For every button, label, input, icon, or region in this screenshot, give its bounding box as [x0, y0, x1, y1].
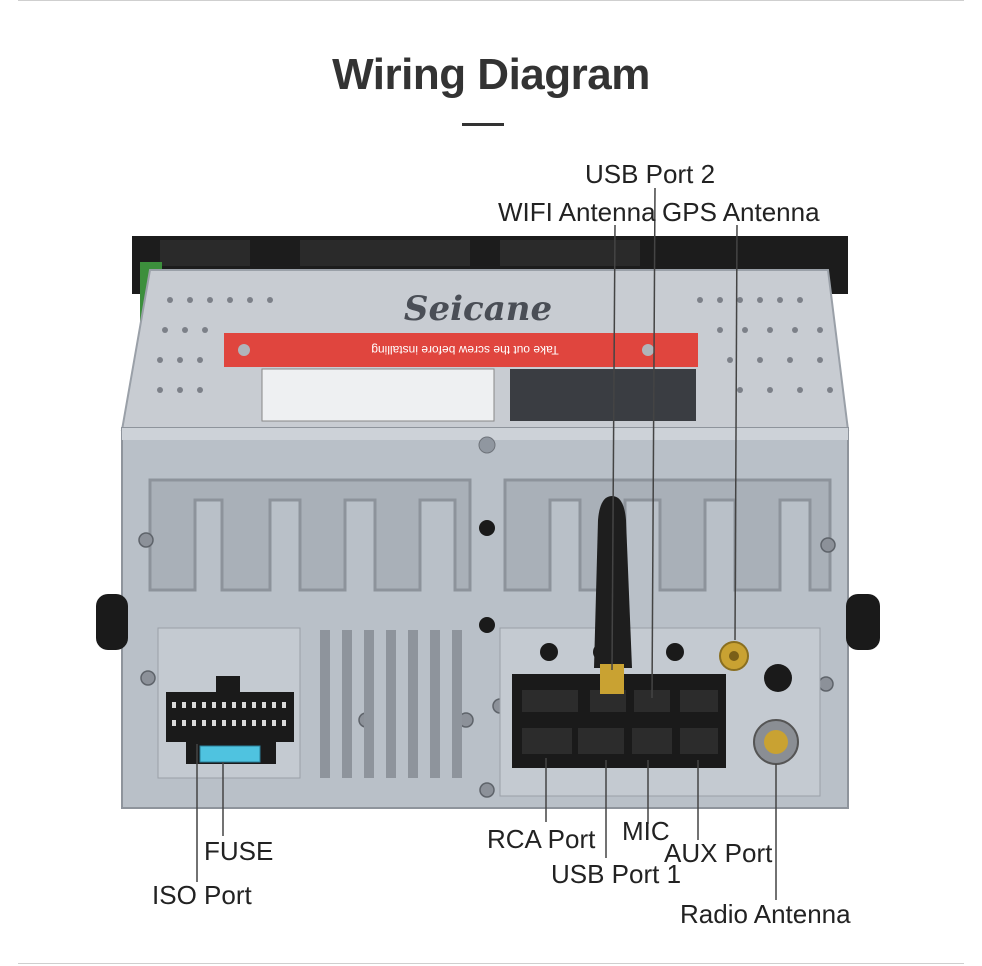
mount-knob-left [96, 594, 128, 650]
heat-sink-channels [148, 478, 472, 592]
bottom-divider [18, 963, 964, 964]
iso-connector [166, 692, 294, 742]
top-vent-holes [157, 297, 833, 393]
label-radio-antenna: Radio Antenna [680, 899, 851, 929]
label-fuse: FUSE [204, 836, 274, 866]
title-underline [462, 123, 504, 126]
warning-sticker [224, 333, 698, 367]
label-iso-port: ISO Port [152, 880, 252, 910]
spec-label-left [261, 368, 495, 422]
vent-slots [320, 630, 462, 778]
label-wifi-antenna: WIFI Antenna [498, 197, 656, 227]
fuse [199, 745, 261, 763]
spec-label-right [510, 369, 696, 421]
label-mic: MIC [622, 816, 670, 846]
leader-lines [196, 187, 777, 900]
label-aux-port: AUX Port [664, 838, 773, 868]
page-title: Wiring Diagram [332, 50, 650, 99]
mount-knob-right [846, 594, 880, 650]
brand-logo: Seicane [404, 289, 552, 329]
label-rca-port: RCA Port [487, 824, 596, 854]
label-gps-antenna: GPS Antenna [662, 197, 820, 227]
label-usb-port-1: USB Port 1 [551, 859, 682, 889]
label-usb-port-2: USB Port 2 [585, 159, 716, 189]
sticker-text: Take out the screw before installing [371, 343, 558, 357]
top-divider [18, 0, 964, 1]
